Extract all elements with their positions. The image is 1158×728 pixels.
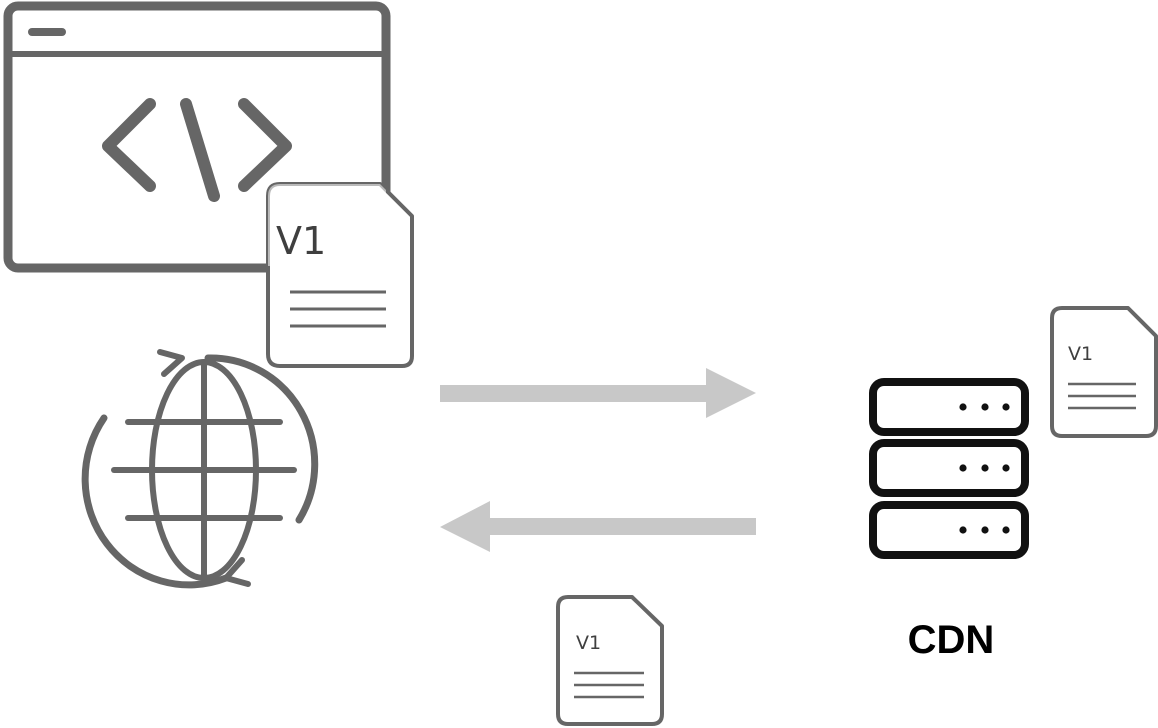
request-arrow [440, 368, 756, 418]
response-arrow-head [440, 501, 490, 552]
response-document-outline [556, 595, 664, 726]
globe-refresh-arrowhead-top [157, 349, 185, 377]
globe-refresh-arc-top [204, 354, 319, 524]
cdn-document-icon: V1 [1050, 306, 1158, 438]
globe-refresh-icon [81, 349, 319, 589]
response-document-icon: V1 [556, 595, 664, 726]
cdn-label: CDN [908, 618, 995, 662]
browser-document-icon: V1 [266, 182, 414, 368]
browser-code-icon [3, 1, 391, 273]
globe-refresh-arrowhead-bottom [223, 557, 251, 587]
response-arrow-shaft [484, 518, 756, 535]
code-left-bracket [102, 98, 156, 192]
server-unit-top [869, 378, 1029, 436]
server-stack-icon [869, 378, 1029, 559]
code-right-bracket [238, 98, 292, 192]
cdn-document-outline [1050, 306, 1158, 438]
cdn-document-label: V1 [1068, 343, 1093, 365]
globe-refresh-arc-bottom [81, 414, 230, 589]
request-arrow-shaft [440, 385, 712, 402]
server-unit-bottom [869, 501, 1029, 559]
request-arrow-head [706, 368, 756, 418]
browser-window-frame [3, 1, 391, 273]
browser-document-label: V1 [276, 219, 326, 263]
browser-document-overlap-shade [268, 184, 386, 266]
response-arrow [440, 501, 756, 552]
server-unit-middle [869, 439, 1029, 497]
code-slash [180, 98, 220, 202]
response-document-label: V1 [576, 632, 601, 654]
server-status-dots [959, 403, 1010, 534]
